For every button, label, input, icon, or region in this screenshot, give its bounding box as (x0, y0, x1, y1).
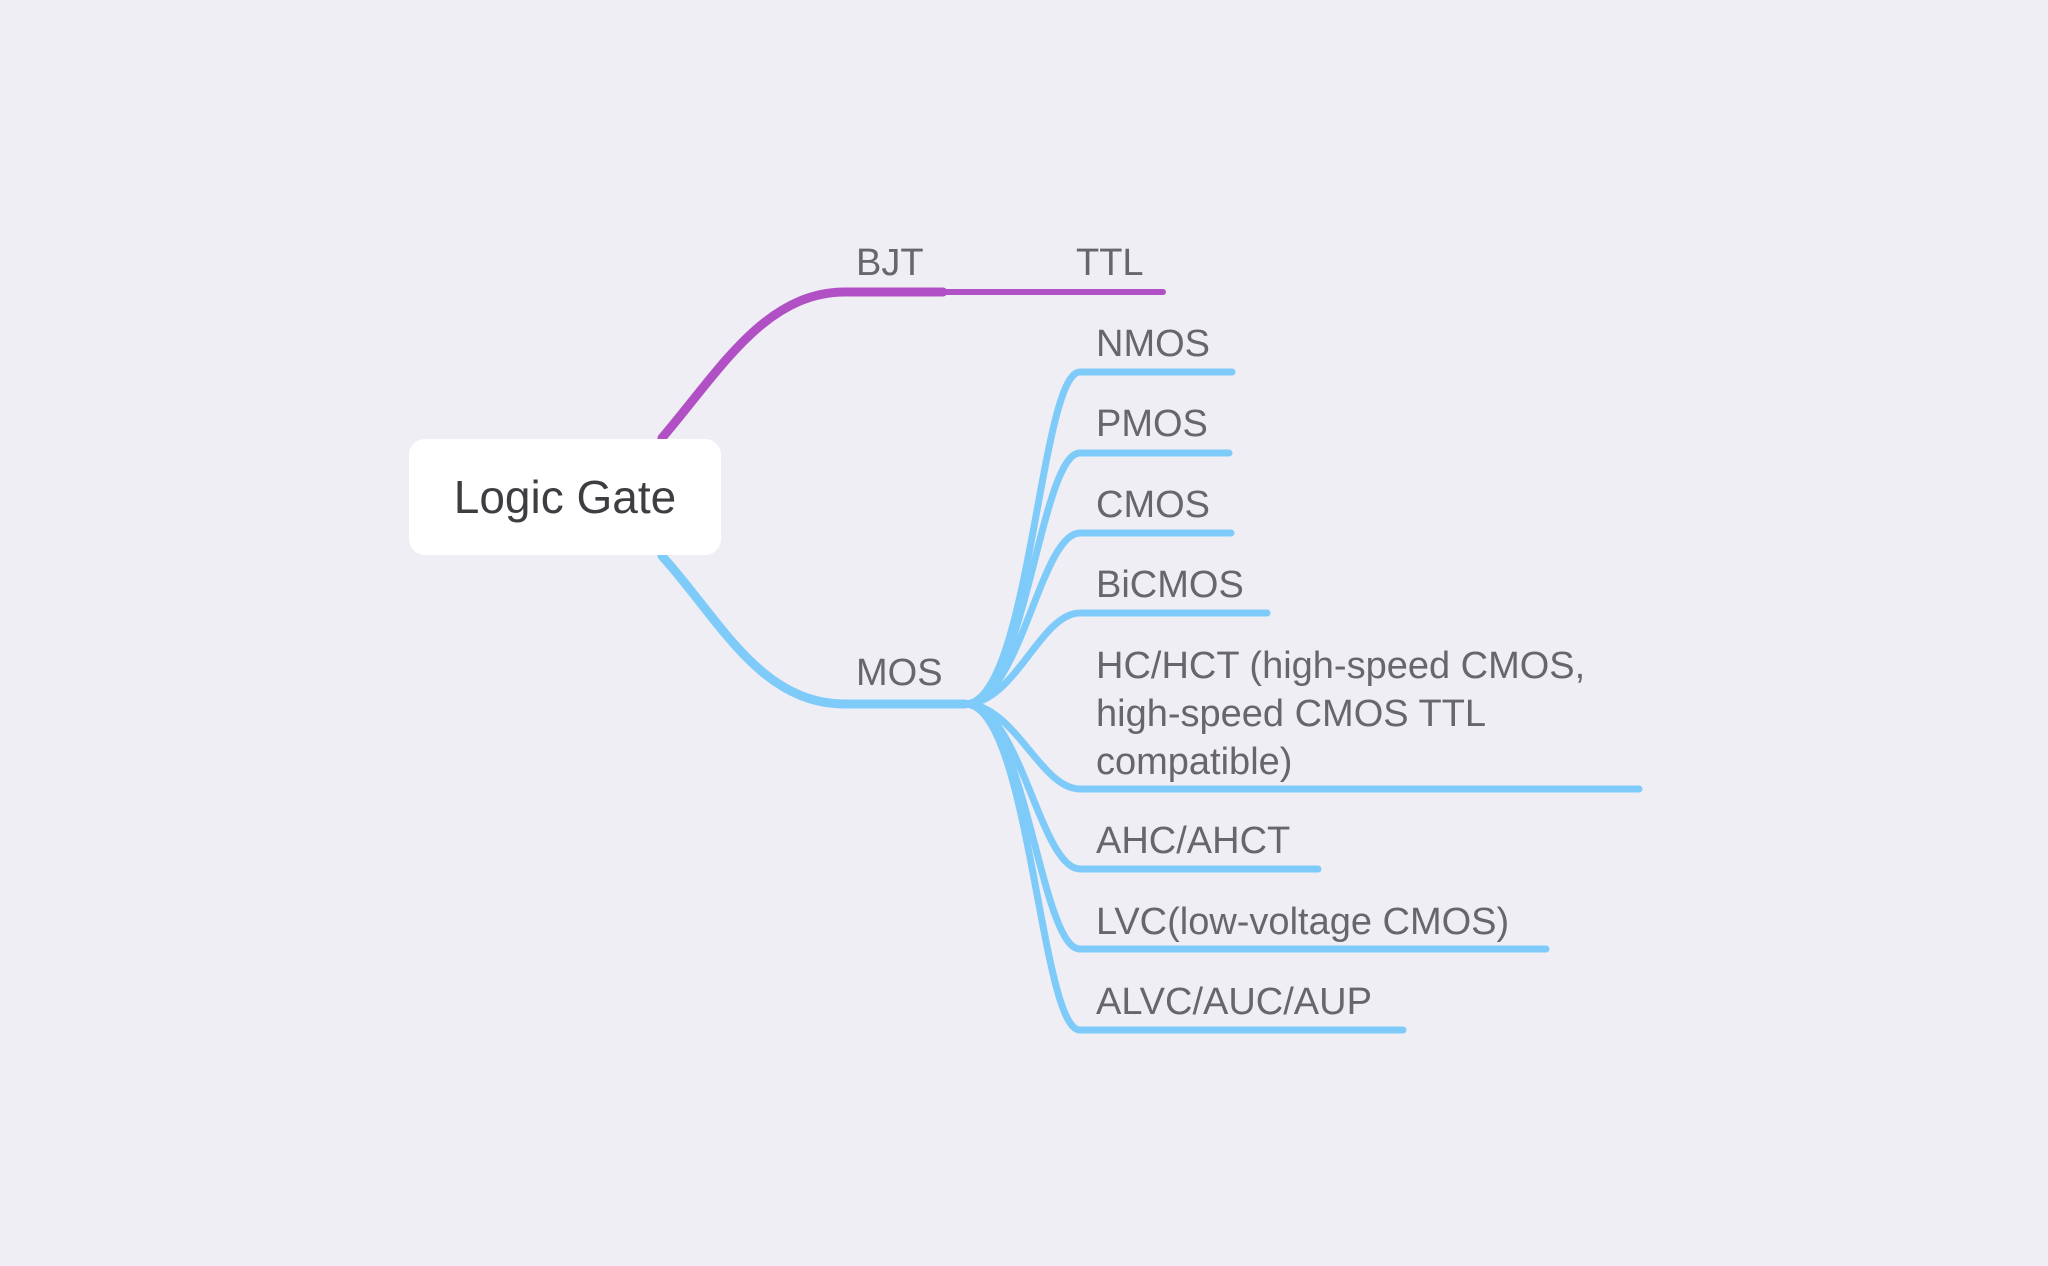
topic-bjt[interactable]: BJT (856, 242, 924, 284)
link-root-mos (657, 551, 970, 709)
root-topic[interactable]: Logic Gate (409, 439, 721, 555)
topic-mos[interactable]: MOS (856, 652, 943, 694)
topic-ttl[interactable]: TTL (1076, 242, 1144, 284)
topic-alvc-auc-aup[interactable]: ALVC/AUC/AUP (1096, 981, 1372, 1023)
root-topic-label: Logic Gate (453, 471, 677, 523)
topic-ahc-ahct[interactable]: AHC/AHCT (1096, 820, 1291, 862)
link-mos-alvc (961, 700, 1407, 1034)
topic-cmos[interactable]: CMOS (1096, 484, 1210, 526)
topic-hc-hct[interactable]: HC/HCT (high-speed CMOS, high-speed CMOS… (1096, 645, 1586, 783)
link-mos-bicmos (961, 609, 1271, 708)
topic-nmos[interactable]: NMOS (1096, 323, 1210, 365)
topic-pmos[interactable]: PMOS (1096, 403, 1208, 445)
topic-lvc[interactable]: LVC(low-voltage CMOS) (1096, 901, 1510, 943)
link-root-bjt (657, 287, 948, 443)
topic-bicmos[interactable]: BiCMOS (1096, 564, 1244, 606)
